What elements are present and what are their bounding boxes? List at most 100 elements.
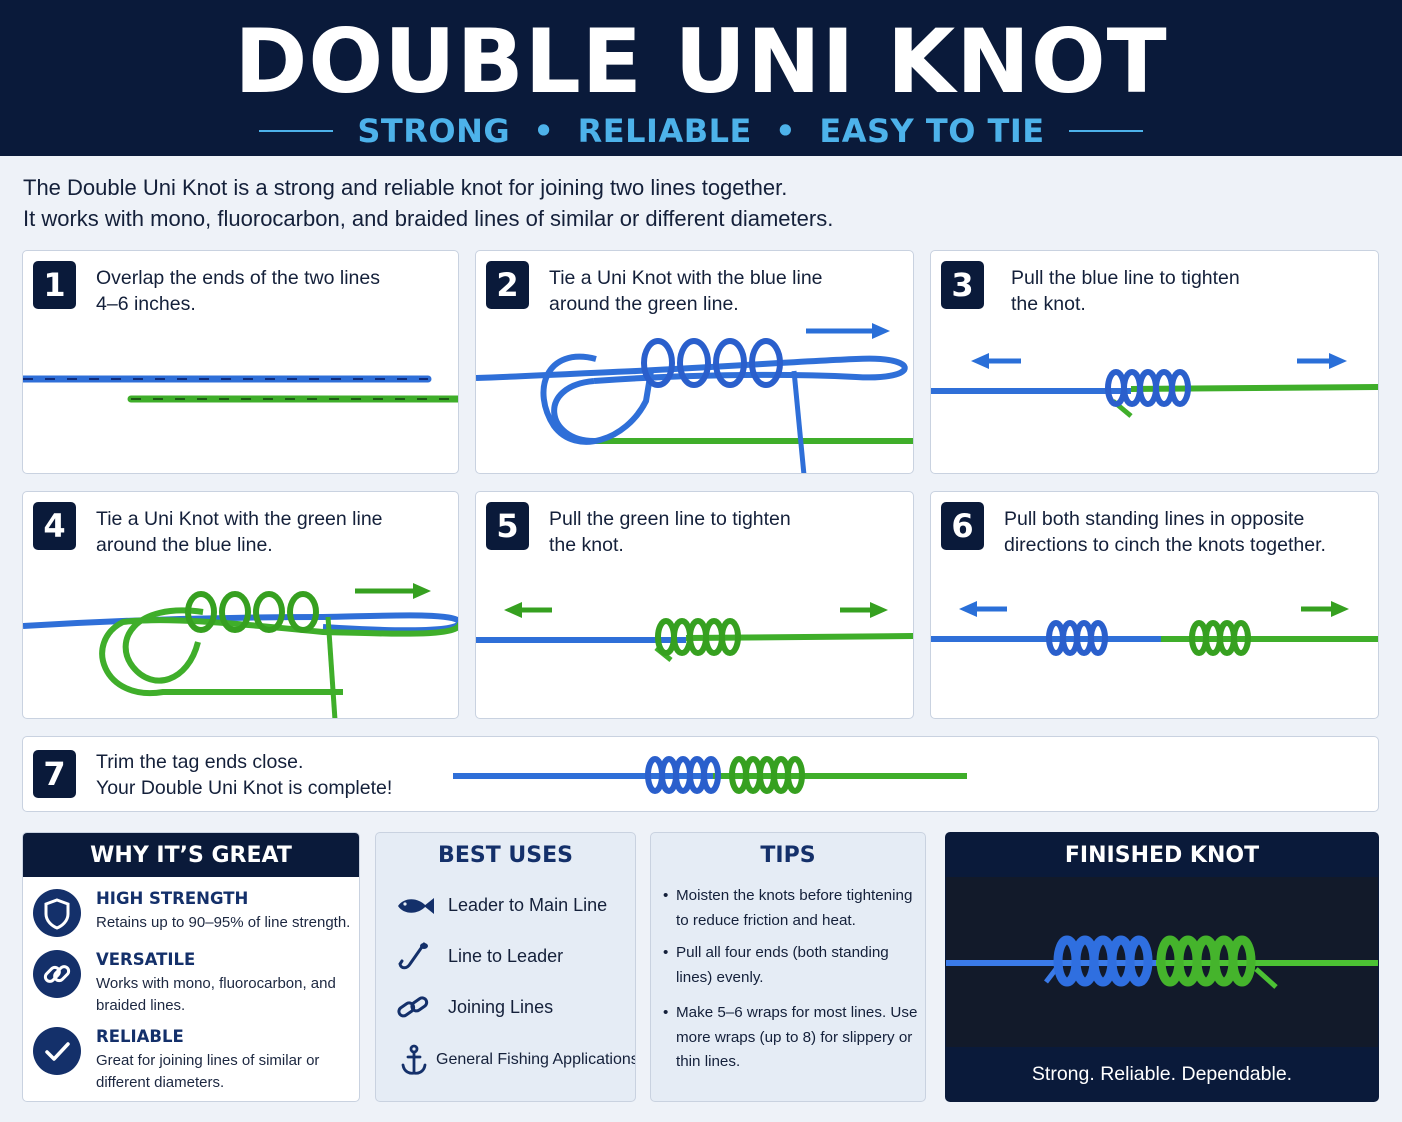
pull-right-arrow <box>840 602 888 618</box>
use-label: Line to Leader <box>448 946 564 966</box>
feature-name: VERSATILE <box>96 950 196 969</box>
wrap <box>641 338 675 388</box>
pull-left-arrow <box>504 602 552 618</box>
best-uses-title: BEST USES <box>438 843 573 868</box>
wrap <box>785 756 805 794</box>
pull-right-arrow <box>806 323 890 339</box>
blue-line <box>476 355 908 384</box>
tagline: STRONG • RELIABLE • EASY TO TIE <box>0 108 1402 154</box>
why-great-panel: WHY IT’S GREAT HIGH STRENGTH Retains up … <box>22 832 360 1102</box>
green-line <box>1130 384 1378 392</box>
pull-left-arrow <box>959 601 1007 617</box>
step-instruction: Tie a Uni Knot with the green line aroun… <box>96 508 383 556</box>
step-number-badge: 7 <box>33 750 76 798</box>
wrap <box>701 756 721 794</box>
step-instruction: Overlap the ends of the two lines 4–6 in… <box>96 267 380 315</box>
wrap <box>1231 620 1251 656</box>
green-line <box>99 617 458 697</box>
chain-icon <box>397 996 429 1018</box>
intro-text: The Double Uni Knot is a strong and reli… <box>23 172 1383 234</box>
step-number-badge: 3 <box>941 261 984 309</box>
hook-icon <box>398 942 428 970</box>
step-instruction: Pull the blue line to tighten the knot. <box>1011 267 1240 315</box>
step-card-3: 3 Pull the blue line to tighten the knot… <box>930 250 1379 474</box>
step-7-illustration <box>453 756 967 794</box>
green-wraps <box>185 591 319 633</box>
step-card-6: 6 Pull both standing lines in opposite d… <box>930 491 1379 719</box>
step-6-illustration <box>931 601 1378 656</box>
wrap <box>219 591 251 633</box>
blue-loop-inner <box>540 353 654 445</box>
intro-line-2: It works with mono, fluorocarbon, and br… <box>23 206 834 231</box>
step-4-illustration <box>23 583 458 718</box>
green-tag <box>325 616 338 718</box>
wrap <box>719 618 741 656</box>
anchor-icon <box>401 1044 427 1075</box>
step-number-badge: 5 <box>486 502 529 550</box>
use-label: General Fishing Applications <box>436 1051 636 1068</box>
feature-desc: Retains up to 90–95% of line strength. <box>96 914 351 931</box>
step-card-5: 5 Pull the green line to tighten the kno… <box>475 491 914 719</box>
green-tag <box>1254 967 1278 989</box>
feature-desc: Works with mono, fluorocarbon, and braid… <box>96 975 336 1014</box>
step-card-1: 1 Overlap the ends of the two lines 4–6 … <box>22 250 459 474</box>
finished-knot-caption: Strong. Reliable. Dependable. <box>1031 1063 1293 1085</box>
tip-bullet: • <box>663 944 669 961</box>
wrap <box>1169 369 1191 407</box>
pull-right-arrow <box>1301 601 1349 617</box>
tip-bullet: • <box>663 1004 669 1021</box>
best-uses-panel: BEST USES Leader to Main Line Line to Le… <box>375 832 636 1102</box>
finished-knot-title: FINISHED KNOT <box>1064 843 1260 868</box>
feature-name: HIGH STRENGTH <box>96 889 249 908</box>
wrap <box>287 591 319 633</box>
tip-item: • Moisten the knots before tightening to… <box>663 884 925 933</box>
wrap <box>1088 620 1108 656</box>
pull-left-arrow <box>971 353 1021 369</box>
green-wraps <box>729 756 805 794</box>
step-instruction: Pull the green line to tighten the knot. <box>549 508 791 556</box>
tip-text: Moisten the knots before tightening to r… <box>676 887 913 929</box>
page-title: DOUBLE UNI KNOT <box>234 10 1168 113</box>
check-icon <box>33 1027 81 1075</box>
blue-wraps <box>1046 620 1108 656</box>
green-wraps <box>1189 620 1251 656</box>
step-number-badge: 4 <box>33 502 76 550</box>
why-great-title: WHY IT’S GREAT <box>23 833 359 877</box>
green-loop <box>122 607 204 684</box>
tip-text: Make 5–6 wraps for most lines. Use more … <box>676 1004 918 1070</box>
link-icon <box>33 950 81 998</box>
intro-line-1: The Double Uni Knot is a strong and reli… <box>23 175 788 200</box>
blue-tag <box>791 370 807 473</box>
tip-item: • Pull all four ends (both standing line… <box>663 941 925 990</box>
step-2-illustration <box>476 323 913 473</box>
use-joining-lines: Joining Lines <box>394 991 624 1025</box>
blue-wraps <box>641 338 783 388</box>
step-3-illustration <box>931 353 1378 418</box>
feature-desc: Great for joining lines of similar or di… <box>96 1052 320 1091</box>
step-number-badge: 2 <box>486 261 529 309</box>
wrap <box>1228 935 1256 987</box>
tip-item: • Make 5–6 wraps for most lines. Use mor… <box>663 1001 925 1075</box>
finished-knot-illustration <box>946 877 1378 1047</box>
shield-icon <box>33 889 81 937</box>
step-5-illustration <box>476 602 913 662</box>
blue-wraps <box>645 756 721 794</box>
step-instruction: Trim the tag ends close. Your Double Uni… <box>96 751 393 799</box>
use-label: Leader to Main Line <box>448 895 608 915</box>
green-wraps <box>655 618 741 656</box>
wrap <box>677 338 711 388</box>
blue-wraps <box>1053 935 1153 987</box>
blue-tag <box>1044 967 1058 984</box>
finished-knot-panel: FINISHED KNOT Strong. Reliable. Dependab… <box>945 832 1379 1102</box>
fish-icon <box>398 898 434 914</box>
tips-panel: TIPS • Moisten the knots before tighteni… <box>650 832 926 1102</box>
feature-versatile: VERSATILE Works with mono, fluorocarbon,… <box>33 950 353 1022</box>
wrap <box>185 591 217 633</box>
use-leader-to-main: Leader to Main Line <box>394 889 624 923</box>
feature-reliable: RELIABLE Great for joining lines of simi… <box>33 1027 353 1099</box>
pull-right-arrow <box>1297 353 1347 369</box>
step-card-2: 2 Tie a Uni Knot with the blue line arou… <box>475 250 914 474</box>
step-instruction: Tie a Uni Knot with the blue line around… <box>549 267 823 315</box>
blue-wraps <box>1105 369 1191 407</box>
wrap <box>1125 935 1153 987</box>
